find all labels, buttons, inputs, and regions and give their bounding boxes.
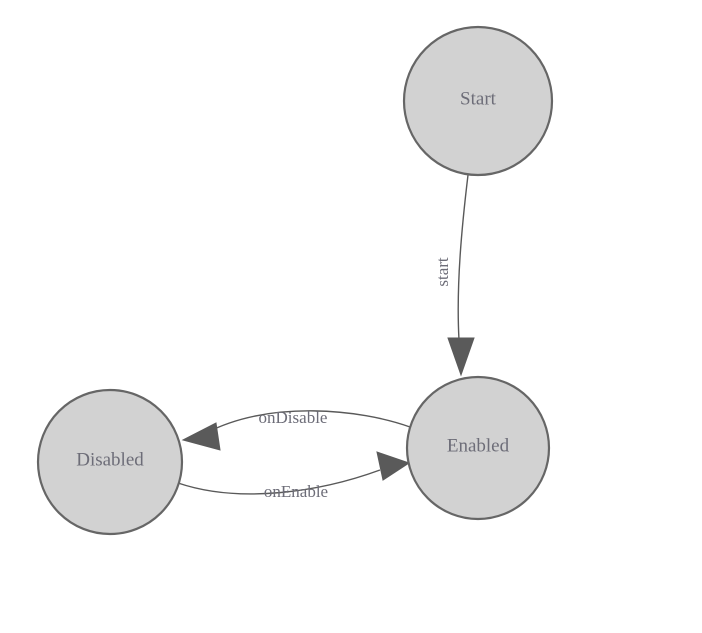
node-start-circle [402,25,554,177]
node-disabled-circle [36,388,184,536]
edge-start-to-enabled-path [457,174,469,341]
edge-start-to-enabled-arrowhead [447,337,475,377]
edge-start-to-enabled-label: start [433,257,452,287]
node-start-label: Start [460,88,497,109]
node-enabled-circle [405,375,551,521]
node-disabled-label: Disabled [76,449,144,470]
edge-disabled-to-enabled-label: onEnable [264,482,328,501]
edge-enabled-to-disabled[interactable]: onDisable [181,408,411,451]
node-disabled[interactable]: Disabled [36,388,184,536]
edge-enabled-to-disabled-arrowhead [181,422,221,451]
edge-enabled-to-disabled-label: onDisable [259,408,328,427]
edge-start-to-enabled[interactable]: start [433,174,475,377]
edge-disabled-to-enabled-path [177,469,381,495]
node-enabled[interactable]: Enabled [405,375,551,521]
node-enabled-label: Enabled [447,435,510,456]
edge-enabled-to-disabled-path [205,410,411,434]
edge-disabled-to-enabled-arrowhead [376,451,411,481]
node-start[interactable]: Start [402,25,554,177]
edge-disabled-to-enabled[interactable]: onEnable [177,451,411,501]
